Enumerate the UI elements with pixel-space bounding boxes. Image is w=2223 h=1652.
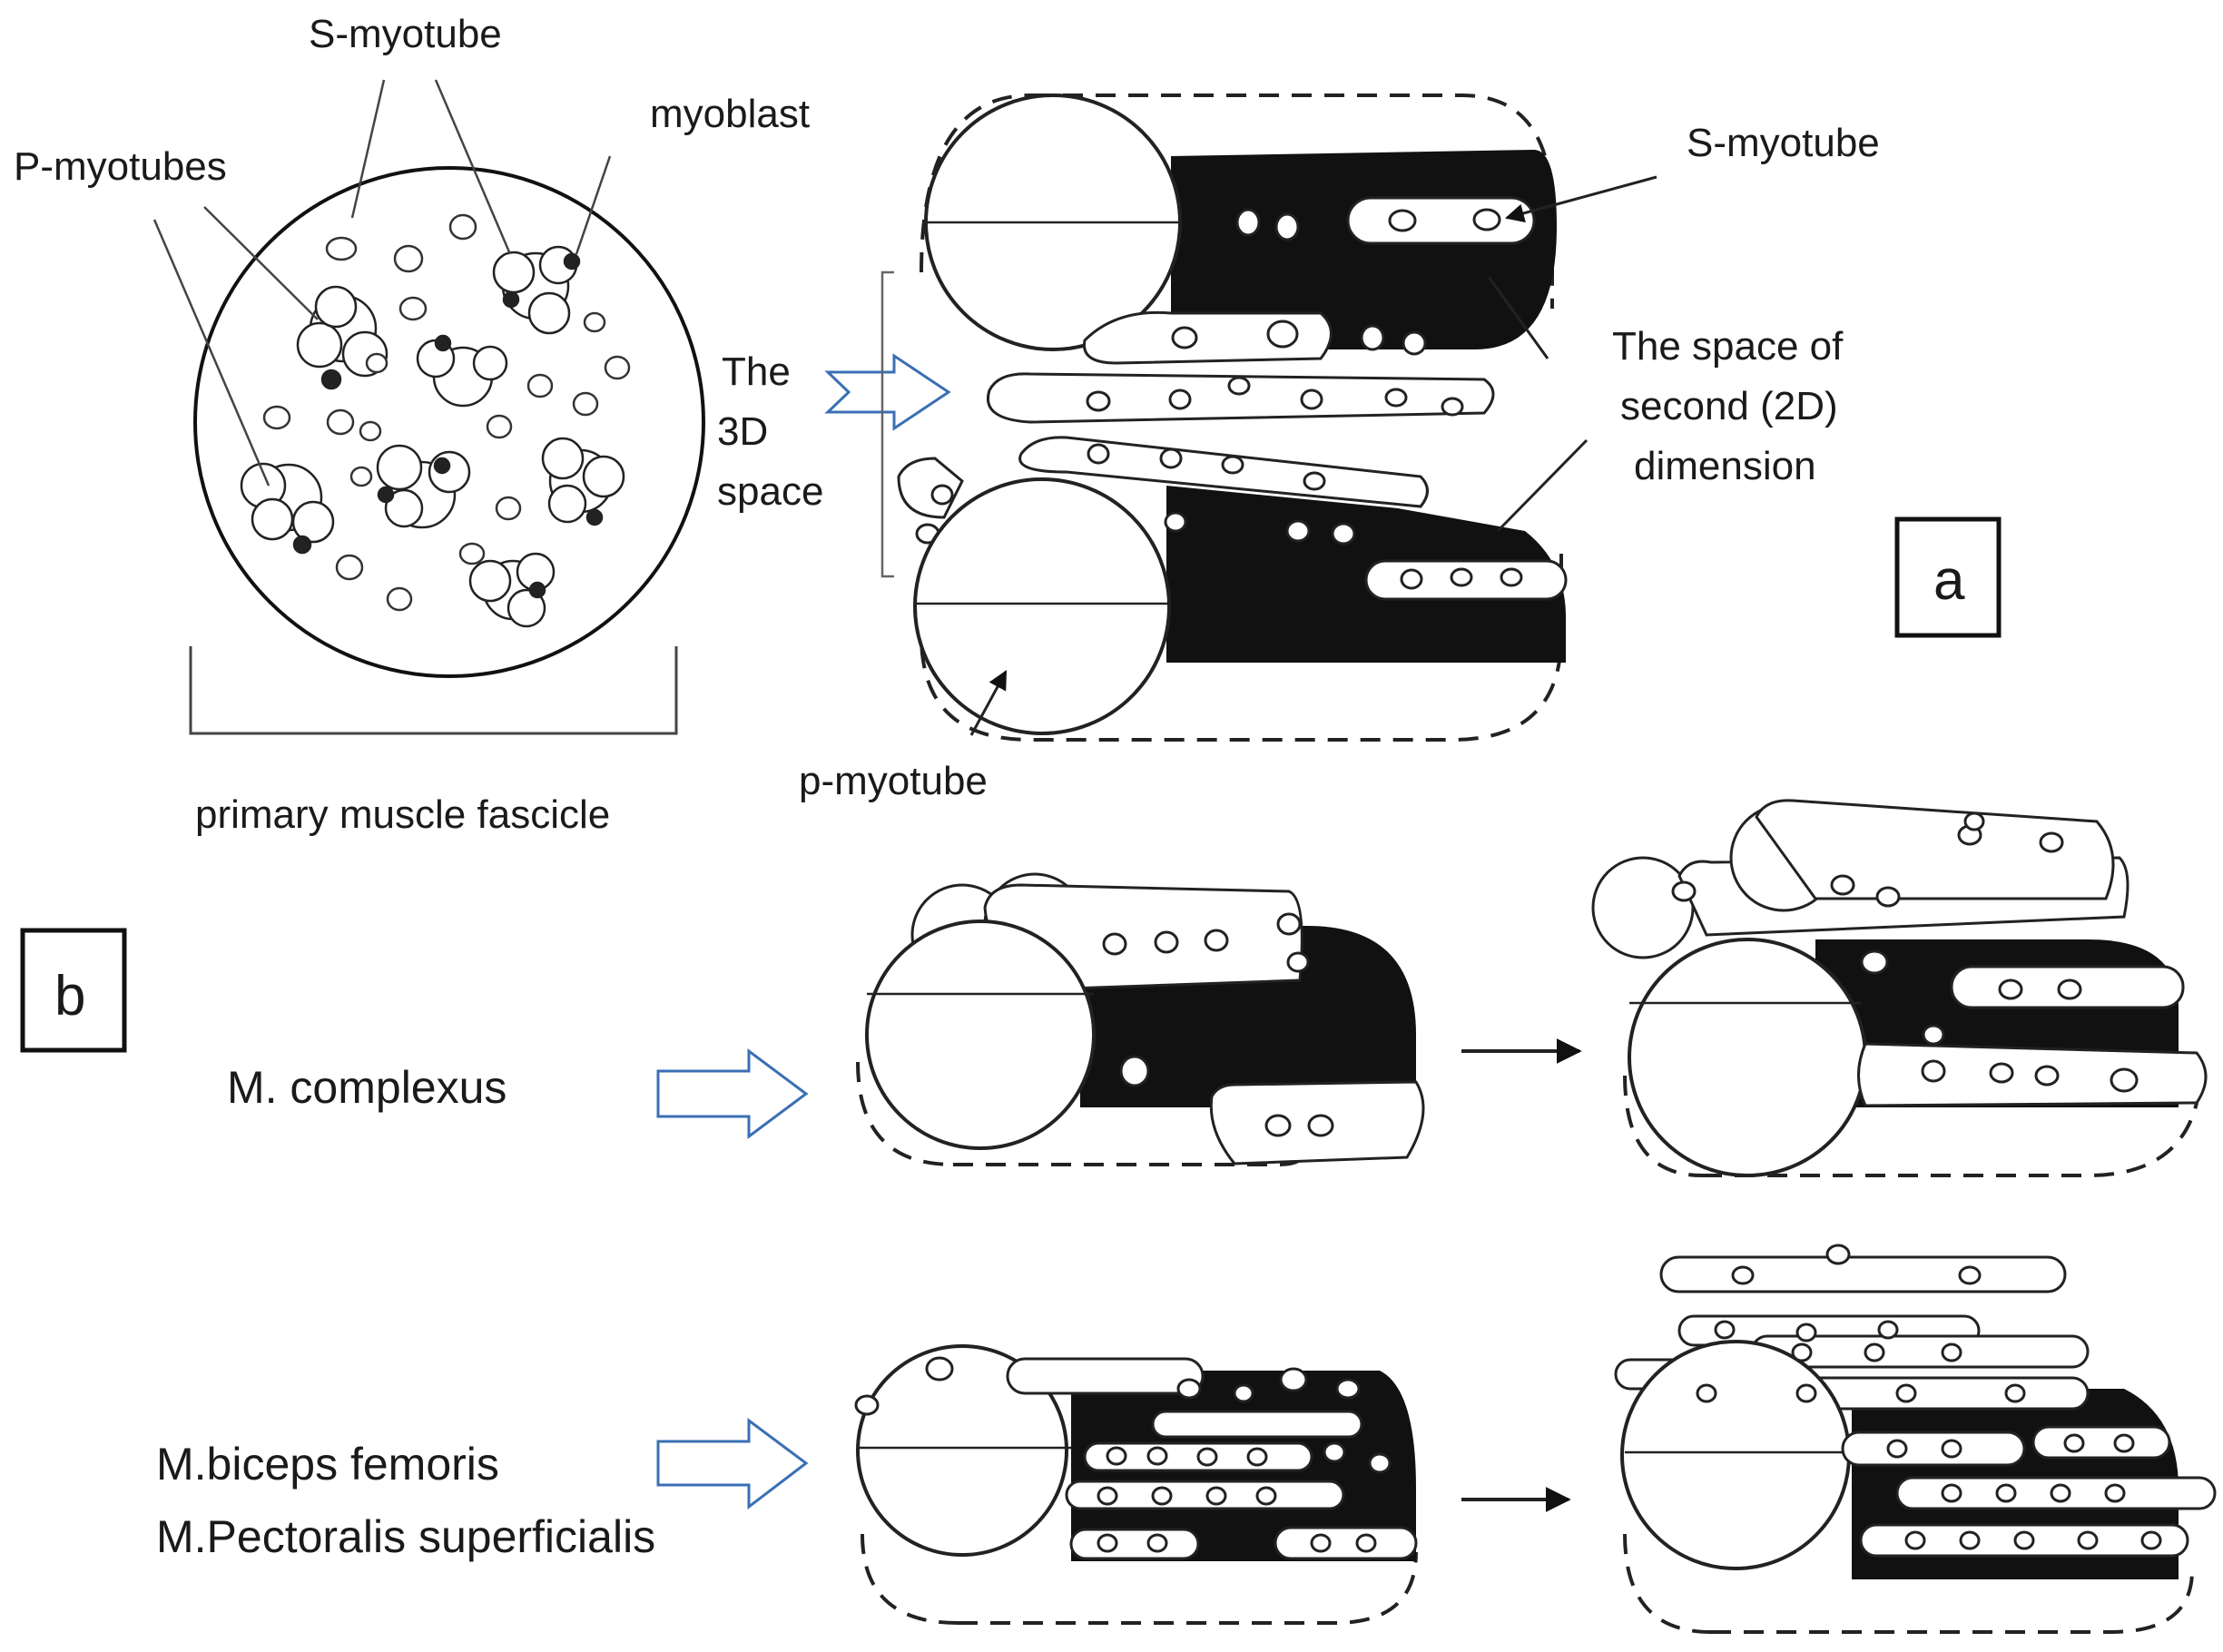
p-myotube-cluster-6 — [541, 437, 625, 526]
label-2d-line2: second (2D) — [1620, 384, 1838, 428]
p-myotube-cluster-1 — [296, 285, 389, 390]
p-myotube-cluster-4 — [240, 462, 335, 555]
row1-label: M. complexus — [227, 1062, 507, 1113]
p-myotube-cluster-3 — [416, 334, 508, 408]
row2-label-line2: M.Pectoralis superficialis — [156, 1511, 655, 1562]
p-myotube-cluster-2 — [492, 245, 581, 335]
row1-stage1-fiber — [856, 872, 1425, 1166]
label-2d-line1: The space of — [1612, 324, 1844, 369]
block-arrow-row1 — [656, 1048, 809, 1139]
p-myotube-cluster-7 — [468, 552, 556, 628]
left-leader-lines — [152, 79, 612, 487]
label-3d-line2: 3D — [717, 409, 768, 454]
panel-a-letter: a — [1933, 549, 1965, 612]
label-s-myotube-right: S-myotube — [1687, 121, 1880, 165]
p-myotube-cluster-5 — [376, 444, 471, 529]
longitudinal-fascicle-a — [880, 93, 1568, 742]
label-p-myotube: p-myotube — [799, 759, 988, 803]
right-leader-lines — [969, 175, 1657, 736]
label-3d-line1: The — [722, 349, 791, 394]
label-p-myotubes: P-myotubes — [14, 144, 227, 189]
block-arrow-3d — [824, 353, 951, 431]
label-myoblast: myoblast — [650, 92, 810, 136]
label-3d-line3: space — [717, 469, 823, 514]
label-2d-line3: dimension — [1634, 444, 1816, 488]
row2-label-line1: M.biceps femoris — [156, 1439, 499, 1490]
row2-stage2-fiber — [1614, 1244, 2217, 1634]
label-primary-fascicle: primary muscle fascicle — [195, 792, 610, 837]
panel-a-box — [1894, 516, 2002, 638]
block-arrow-row2 — [656, 1418, 809, 1510]
panel-b-box — [20, 928, 127, 1053]
label-s-myotube-top: S-myotube — [309, 12, 502, 56]
row1-stage2-fiber — [1591, 799, 2208, 1177]
primary-fascicle-cross-section — [189, 166, 705, 735]
panel-b-letter: b — [54, 965, 85, 1028]
row2-stage1-fiber — [854, 1344, 1418, 1625]
